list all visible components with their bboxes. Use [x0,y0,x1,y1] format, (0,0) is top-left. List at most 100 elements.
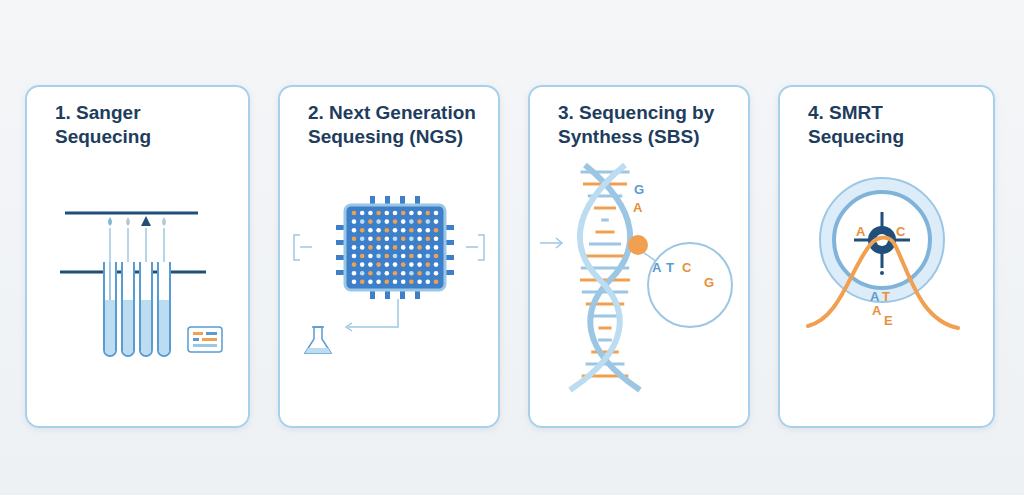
base-pair [598,327,611,330]
chip-dot [426,245,431,250]
chip-dot [376,271,381,276]
chip-dot [360,271,365,276]
chip-dot [368,211,373,216]
chip-dot [376,219,381,224]
chip-dot [434,271,439,276]
chip-dot [393,271,398,276]
chip-dot [401,271,406,276]
card-title: 2. Next Generation Sequesing (NGS) [308,101,482,149]
chip-dot [417,245,422,250]
base-letter: A [652,261,661,274]
base-pair [589,243,621,246]
chip-dot [376,254,381,259]
base-letter: G [634,183,644,196]
method-card: 4. SMRT Sequecing [778,85,995,428]
chip-dot [368,219,373,224]
chip-dot [393,245,398,250]
chip-dot [417,262,422,267]
chip-dot [426,228,431,233]
chip-dot [385,245,390,250]
chip-dot [434,262,439,267]
base-letter: A [856,225,865,238]
chip-dot [360,228,365,233]
base-pair [598,339,612,342]
chip-dot [368,228,373,233]
chip-dot [368,271,373,276]
base-letter: A [872,304,881,317]
chip-dot [360,254,365,259]
base-pair [601,219,609,222]
chip-dot [434,254,439,259]
chip-dot [417,280,422,285]
chip-dot [401,237,406,242]
chip-dot [368,237,373,242]
chip-dot [434,219,439,224]
chip-dot [385,237,390,242]
chip-dot [401,245,406,250]
base-letter: T [882,290,890,303]
base-letter: C [896,225,905,238]
chip-dot [385,254,390,259]
chip-dot [385,228,390,233]
chip-dot [385,271,390,276]
method-card: 1. Sanger Sequecing [25,85,250,428]
chip-dot [360,245,365,250]
chip-dot [417,254,422,259]
chip-dot [393,219,398,224]
chip-dot [360,237,365,242]
chip-dot [376,237,381,242]
chip-dot [401,254,406,259]
chip-dot [409,219,414,224]
chip-dot [401,219,406,224]
chip-dot [376,245,381,250]
chip-dot [352,262,357,267]
chip-dot [417,271,422,276]
chip-dot [376,211,381,216]
chip-dot [385,211,390,216]
chip-dot [393,280,398,285]
chip-dot [434,237,439,242]
base-letter: T [666,261,674,274]
chip-dot [409,254,414,259]
chip-dot [393,254,398,259]
chip-dot [352,271,357,276]
chip-dot [368,245,373,250]
chip-dot [368,254,373,259]
chip-dot [434,228,439,233]
chip-dot [401,228,406,233]
chip-dot [409,271,414,276]
chip-dot [368,262,373,267]
chip-dot [401,280,406,285]
base-pair [591,351,618,354]
chip-dot [385,280,390,285]
chip-dot [352,211,357,216]
card-title: 1. Sanger Sequecing [55,101,232,149]
card-title: 3. Sequencing by Synthess (SBS) [558,101,732,149]
chip-dot [426,254,431,259]
chip-dot [426,280,431,285]
chip-dot [434,280,439,285]
chip-dot [385,219,390,224]
chip-dot [352,228,357,233]
chip-dot [360,219,365,224]
chip-dot [393,237,398,242]
chip-dot [409,245,414,250]
chip-dot [352,219,357,224]
chip-dot [360,211,365,216]
chip-dot [409,237,414,242]
base-letter: A [870,290,879,303]
card-title: 4. SMRT Sequecing [808,101,977,149]
method-card: 2. Next Generation Sequesing (NGS) [278,85,500,428]
chip-dot [376,262,381,267]
chip-dot [409,211,414,216]
chip-dot [376,280,381,285]
chip-dot [360,262,365,267]
chip-dot [401,262,406,267]
chip-dot [426,211,431,216]
base-letter: G [704,276,714,289]
chip-dot [434,211,439,216]
chip-dot [352,280,357,285]
chip-dot [417,211,422,216]
